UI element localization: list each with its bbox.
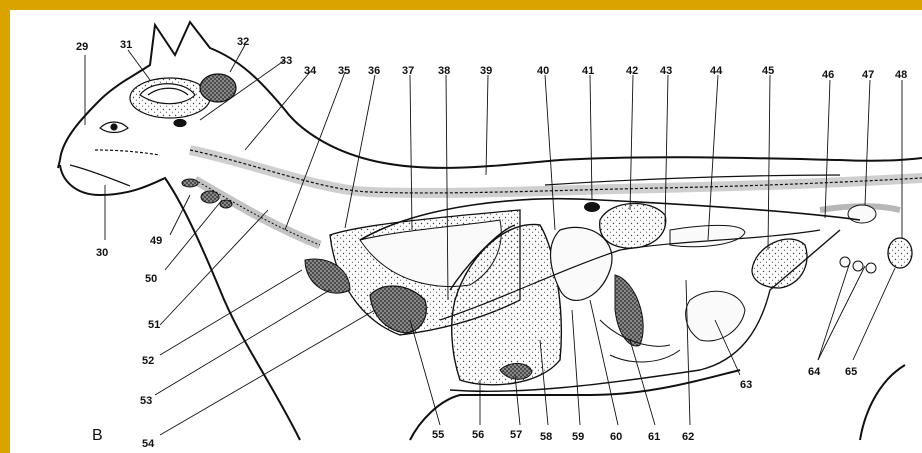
label-50: 50 — [145, 273, 157, 285]
label-51: 51 — [148, 319, 160, 331]
label-40: 40 — [537, 65, 549, 77]
accessory-glands — [840, 257, 876, 273]
label-57: 57 — [510, 429, 522, 441]
label-54: 54 — [142, 438, 155, 450]
adrenal — [584, 202, 600, 212]
trachea — [195, 180, 320, 245]
label-63: 63 — [740, 379, 752, 391]
label-47: 47 — [862, 69, 874, 81]
label-65: 65 — [845, 366, 857, 378]
brain — [130, 74, 236, 127]
label-45: 45 — [762, 65, 774, 77]
panel-label: B — [92, 427, 103, 444]
label-36: 36 — [368, 65, 380, 77]
label-56: 56 — [472, 429, 484, 441]
label-49: 49 — [150, 235, 162, 247]
label-43: 43 — [660, 65, 672, 77]
intestine-loops — [686, 291, 745, 341]
label-37: 37 — [402, 65, 414, 77]
label-33: 33 — [280, 55, 292, 67]
spleen — [615, 275, 643, 346]
label-59: 59 — [572, 431, 584, 443]
kidney — [600, 204, 666, 249]
label-29: 29 — [76, 41, 88, 53]
spinal-cord — [190, 150, 922, 193]
label-35: 35 — [338, 65, 350, 77]
label-55: 55 — [432, 429, 444, 441]
label-44: 44 — [710, 65, 723, 77]
label-39: 39 — [480, 65, 492, 77]
label-32: 32 — [237, 36, 249, 48]
testis — [888, 238, 912, 268]
label-34: 34 — [304, 65, 317, 77]
label-46: 46 — [822, 69, 834, 81]
label-58: 58 — [540, 431, 552, 443]
label-64: 64 — [808, 366, 821, 378]
label-38: 38 — [438, 65, 450, 77]
label-41: 41 — [582, 65, 594, 77]
face-features — [70, 122, 160, 186]
label-53: 53 — [140, 395, 152, 407]
label-30: 30 — [96, 247, 108, 259]
label-52: 52 — [142, 355, 154, 367]
label-31: 31 — [120, 39, 132, 51]
label-61: 61 — [648, 431, 660, 443]
label-62: 62 — [682, 431, 694, 443]
testis-upper — [848, 205, 876, 223]
label-60: 60 — [610, 431, 622, 443]
label-48: 48 — [895, 69, 907, 81]
label-42: 42 — [626, 65, 638, 77]
urinary-bladder — [752, 239, 807, 288]
